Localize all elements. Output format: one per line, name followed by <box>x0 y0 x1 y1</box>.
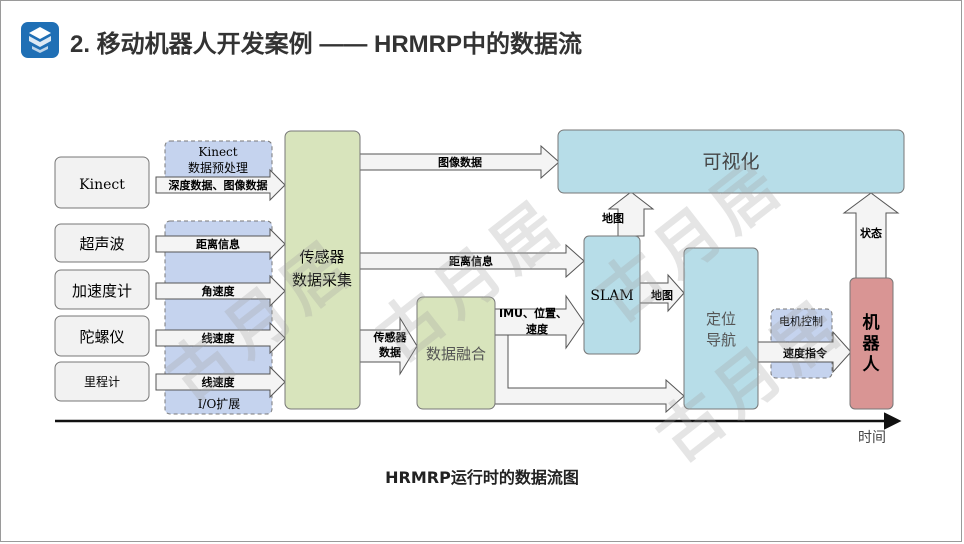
motor-control-label: 电机控制 <box>779 314 823 328</box>
robot <box>849 277 894 410</box>
visualization <box>557 129 905 194</box>
sensor-gyroscope <box>54 315 150 357</box>
sensor-kinect-label: Kinect <box>79 177 125 193</box>
kinect-preprocess-title: Kinect <box>198 145 237 159</box>
label-depth-image: 深度数据、图像数据 <box>169 178 268 192</box>
visualization-label: 可视化 <box>702 151 759 173</box>
label-imu-2: 速度 <box>526 322 549 336</box>
arrow-map-up <box>607 191 655 237</box>
label-map-up: 地图 <box>602 211 624 225</box>
arrow-gyroscope <box>155 321 286 355</box>
sensor-odometer <box>54 361 150 402</box>
sensor-odometer-label: 里程计 <box>84 374 120 389</box>
label-image-data: 图像数据 <box>438 155 482 169</box>
collection-label-1: 传感器 <box>299 248 344 266</box>
arrow-kinect <box>155 168 286 202</box>
label-angular-speed: 角速度 <box>202 284 236 298</box>
arrow-distance-info <box>359 243 585 279</box>
label-linear-speed-2: 线速度 <box>202 375 236 389</box>
sensor-accelerometer <box>54 269 150 310</box>
io-expansion-label: I/O扩展 <box>198 397 241 411</box>
label-map-right: 地图 <box>651 288 673 302</box>
label-linear-speed-1: 线速度 <box>202 331 236 345</box>
label-sensor-data-2: 数据 <box>379 345 401 359</box>
logo-icon <box>21 22 59 58</box>
slide-title: 2. 移动机器人开发案例 —— HRMRP中的数据流 <box>70 31 583 58</box>
label-state: 状态 <box>860 226 882 240</box>
fusion-label: 数据融合 <box>426 345 486 363</box>
slam <box>583 235 641 355</box>
robot-label-2: 器 <box>862 334 881 354</box>
sensor-ultrasonic-label: 超声波 <box>79 235 124 253</box>
label-distance-info-1: 距离信息 <box>196 237 240 251</box>
label-sensor-data-1: 传感器 <box>373 330 408 344</box>
arrow-odometer <box>155 365 286 399</box>
label-speed-cmd: 速度指令 <box>783 346 828 360</box>
nav-label-1: 定位 <box>706 310 736 328</box>
robot-label-3: 人 <box>863 355 881 375</box>
nav-label-2: 导航 <box>706 331 736 349</box>
label-distance-info-2: 距离信息 <box>449 254 493 268</box>
sensor-data-collection <box>284 130 361 410</box>
arrow-speed-cmd <box>757 330 852 374</box>
sensor-ultrasonic <box>54 223 150 263</box>
time-axis-label: 时间 <box>858 430 886 446</box>
arrow-fusion-nav <box>493 334 685 414</box>
collection-label-2: 数据采集 <box>292 271 352 289</box>
slam-label: SLAM <box>590 288 633 304</box>
diagram-caption: HRMRP运行时的数据流图 <box>385 468 579 487</box>
arrow-ultrasonic <box>155 227 286 261</box>
data-fusion <box>416 296 496 410</box>
kinect-preprocess-sub: 数据预处理 <box>188 160 248 175</box>
arrow-sensor-data <box>359 316 418 376</box>
arrow-state <box>842 192 900 279</box>
sensor-kinect <box>54 156 150 209</box>
label-imu-1: IMU、位置、 <box>499 306 567 320</box>
sensor-gyroscope-label: 陀螺仪 <box>79 328 124 346</box>
io-expansion-box <box>164 220 273 415</box>
arrow-map-right <box>639 273 685 313</box>
arrow-accelerometer <box>155 274 286 308</box>
sensor-accelerometer-label: 加速度计 <box>72 282 132 300</box>
arrow-image-data <box>359 144 560 180</box>
localization-navigation <box>683 247 759 410</box>
robot-label-1: 机 <box>863 312 880 333</box>
